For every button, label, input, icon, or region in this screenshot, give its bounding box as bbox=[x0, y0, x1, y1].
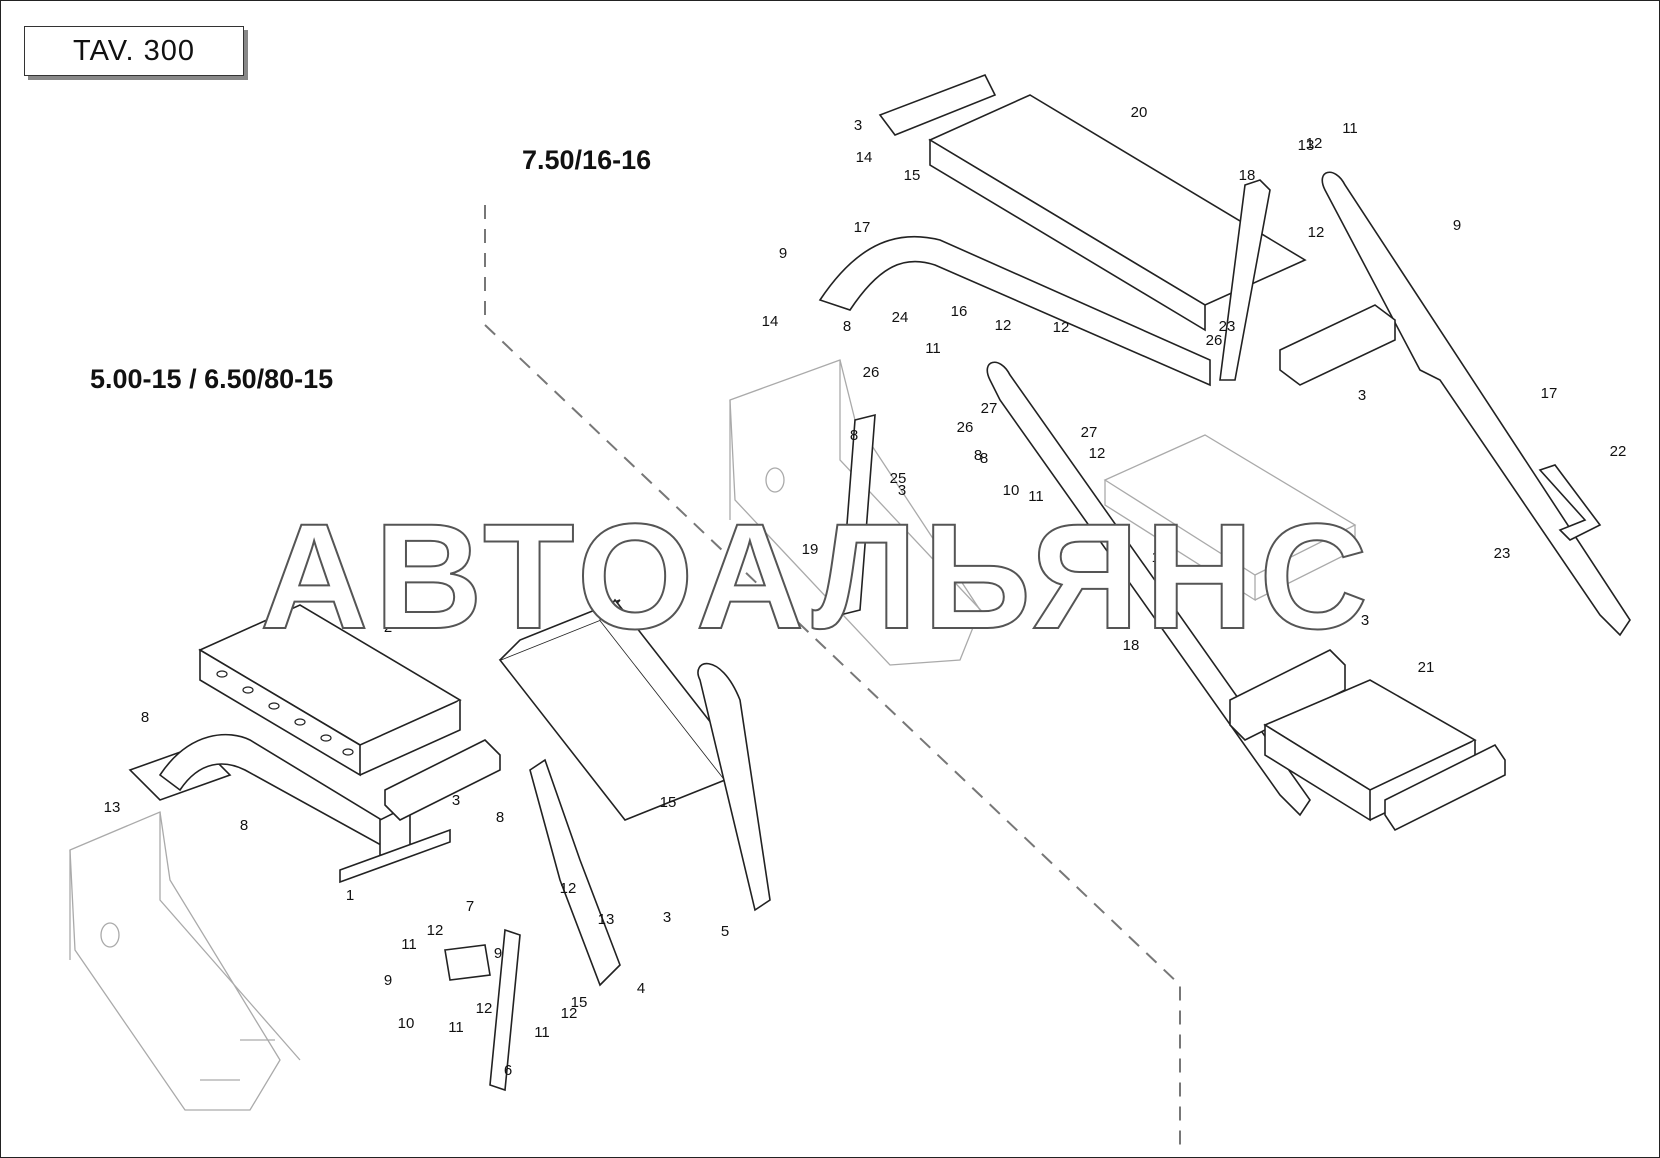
callout-11: 11 bbox=[448, 1019, 464, 1036]
callout-23: 23 bbox=[1219, 318, 1236, 335]
callout-3: 3 bbox=[898, 482, 906, 499]
callout-2: 2 bbox=[531, 604, 539, 621]
callout-17: 17 bbox=[1541, 385, 1558, 402]
part-18-bar-lower bbox=[839, 413, 876, 617]
callout-9: 9 bbox=[494, 945, 502, 962]
callout-10: 10 bbox=[1003, 482, 1020, 499]
callout-8: 8 bbox=[974, 447, 982, 464]
callout-22: 22 bbox=[1610, 443, 1627, 460]
callout-1: 1 bbox=[346, 887, 354, 904]
callout-8: 8 bbox=[1055, 541, 1063, 558]
part-7-plate bbox=[444, 944, 491, 981]
part-4-bar bbox=[529, 758, 621, 987]
callout-4: 4 bbox=[637, 980, 645, 997]
callout-12: 12 bbox=[476, 1000, 493, 1017]
part-19-top-plate bbox=[878, 73, 1307, 332]
part-3-bracket-left bbox=[384, 739, 501, 821]
callout-26: 26 bbox=[957, 419, 974, 436]
part-2-step-plate-left bbox=[198, 604, 462, 777]
callout-12: 12 bbox=[1089, 445, 1106, 462]
callout-6: 6 bbox=[504, 1062, 512, 1079]
callout-11: 11 bbox=[401, 936, 417, 953]
callout-12: 12 bbox=[561, 1005, 578, 1022]
callout-14: 14 bbox=[856, 149, 873, 166]
callout-18: 18 bbox=[1123, 637, 1140, 654]
part-16-tube bbox=[818, 235, 1211, 387]
callout-25: 25 bbox=[890, 470, 907, 487]
callout-12: 12 bbox=[995, 317, 1012, 334]
callout-2: 2 bbox=[384, 619, 392, 636]
callout-7: 7 bbox=[466, 898, 474, 915]
frame-arm-right bbox=[729, 359, 991, 666]
callout-13: 13 bbox=[104, 799, 121, 816]
variant-label-right: 7.50/16-16 bbox=[522, 145, 652, 175]
part-2-step-plate-middle bbox=[498, 598, 742, 821]
callout-18: 18 bbox=[1239, 167, 1256, 184]
callout-15: 15 bbox=[571, 994, 588, 1011]
callout-15: 15 bbox=[904, 167, 921, 184]
callout-23: 23 bbox=[1494, 545, 1511, 562]
part-17-arm-right bbox=[1321, 171, 1631, 637]
callout-27: 27 bbox=[1081, 424, 1098, 441]
callout-9: 9 bbox=[779, 245, 787, 262]
step-box-ghost bbox=[1103, 434, 1357, 602]
callout-12: 12 bbox=[427, 922, 444, 939]
callout-24: 24 bbox=[892, 309, 909, 326]
watermark: АВТОАЛЬЯНС bbox=[259, 491, 1374, 661]
divider-dashed-line bbox=[484, 205, 1181, 1150]
callout-13: 13 bbox=[1298, 137, 1315, 154]
callout-15: 15 bbox=[660, 794, 677, 811]
callout-8: 8 bbox=[141, 709, 149, 726]
part-5-bar bbox=[697, 662, 771, 912]
callout-27: 27 bbox=[981, 400, 998, 417]
callout-19: 19 bbox=[802, 541, 819, 558]
part-1-bracket bbox=[128, 733, 451, 884]
table-label-box: TAV. 300 bbox=[24, 26, 244, 76]
callout-8: 8 bbox=[843, 318, 851, 335]
callout-16: 16 bbox=[951, 303, 968, 320]
part-6-bar bbox=[489, 928, 521, 1092]
callout-12: 12 bbox=[1053, 319, 1070, 336]
callout-8: 8 bbox=[496, 809, 504, 826]
callout-12: 12 bbox=[1308, 224, 1325, 241]
callout-26: 26 bbox=[863, 364, 880, 381]
callout-11: 11 bbox=[534, 1024, 550, 1041]
variant-label-left: 5.00-15 / 6.50/80-15 bbox=[90, 364, 334, 394]
callout-3: 3 bbox=[1358, 387, 1366, 404]
callout-3: 3 bbox=[1361, 612, 1369, 629]
callout-8: 8 bbox=[980, 450, 988, 467]
callout-20: 20 bbox=[1131, 104, 1148, 121]
callout-13: 13 bbox=[598, 911, 615, 928]
callout-15: 15 bbox=[1152, 549, 1169, 566]
callout-3: 3 bbox=[854, 117, 862, 134]
callout-5: 5 bbox=[721, 923, 729, 940]
callout-12: 12 bbox=[560, 880, 577, 897]
part-20-step-box bbox=[1263, 679, 1506, 832]
part-18-bar-upper bbox=[1219, 179, 1271, 381]
callout-11: 11 bbox=[1342, 120, 1358, 137]
frame-arm-left bbox=[69, 811, 301, 1111]
part-21-handle bbox=[1538, 464, 1602, 541]
callout-9: 9 bbox=[384, 972, 392, 989]
callout-14: 14 bbox=[762, 313, 779, 330]
table-label: TAV. 300 bbox=[73, 34, 195, 67]
callout-11: 11 bbox=[925, 340, 941, 357]
callout-26: 26 bbox=[1206, 332, 1223, 349]
callout-9: 9 bbox=[1453, 217, 1461, 234]
callout-3: 3 bbox=[452, 792, 460, 809]
callout-21: 21 bbox=[1418, 659, 1435, 676]
callout-8: 8 bbox=[240, 817, 248, 834]
callout-11: 11 bbox=[1028, 488, 1044, 505]
part-3-bracket-right-upper bbox=[1279, 304, 1396, 386]
callout-3: 3 bbox=[663, 909, 671, 926]
callout-12: 12 bbox=[1306, 135, 1323, 152]
callout-10: 10 bbox=[398, 1015, 415, 1032]
callout-17: 17 bbox=[854, 219, 871, 236]
callout-8: 8 bbox=[850, 427, 858, 444]
